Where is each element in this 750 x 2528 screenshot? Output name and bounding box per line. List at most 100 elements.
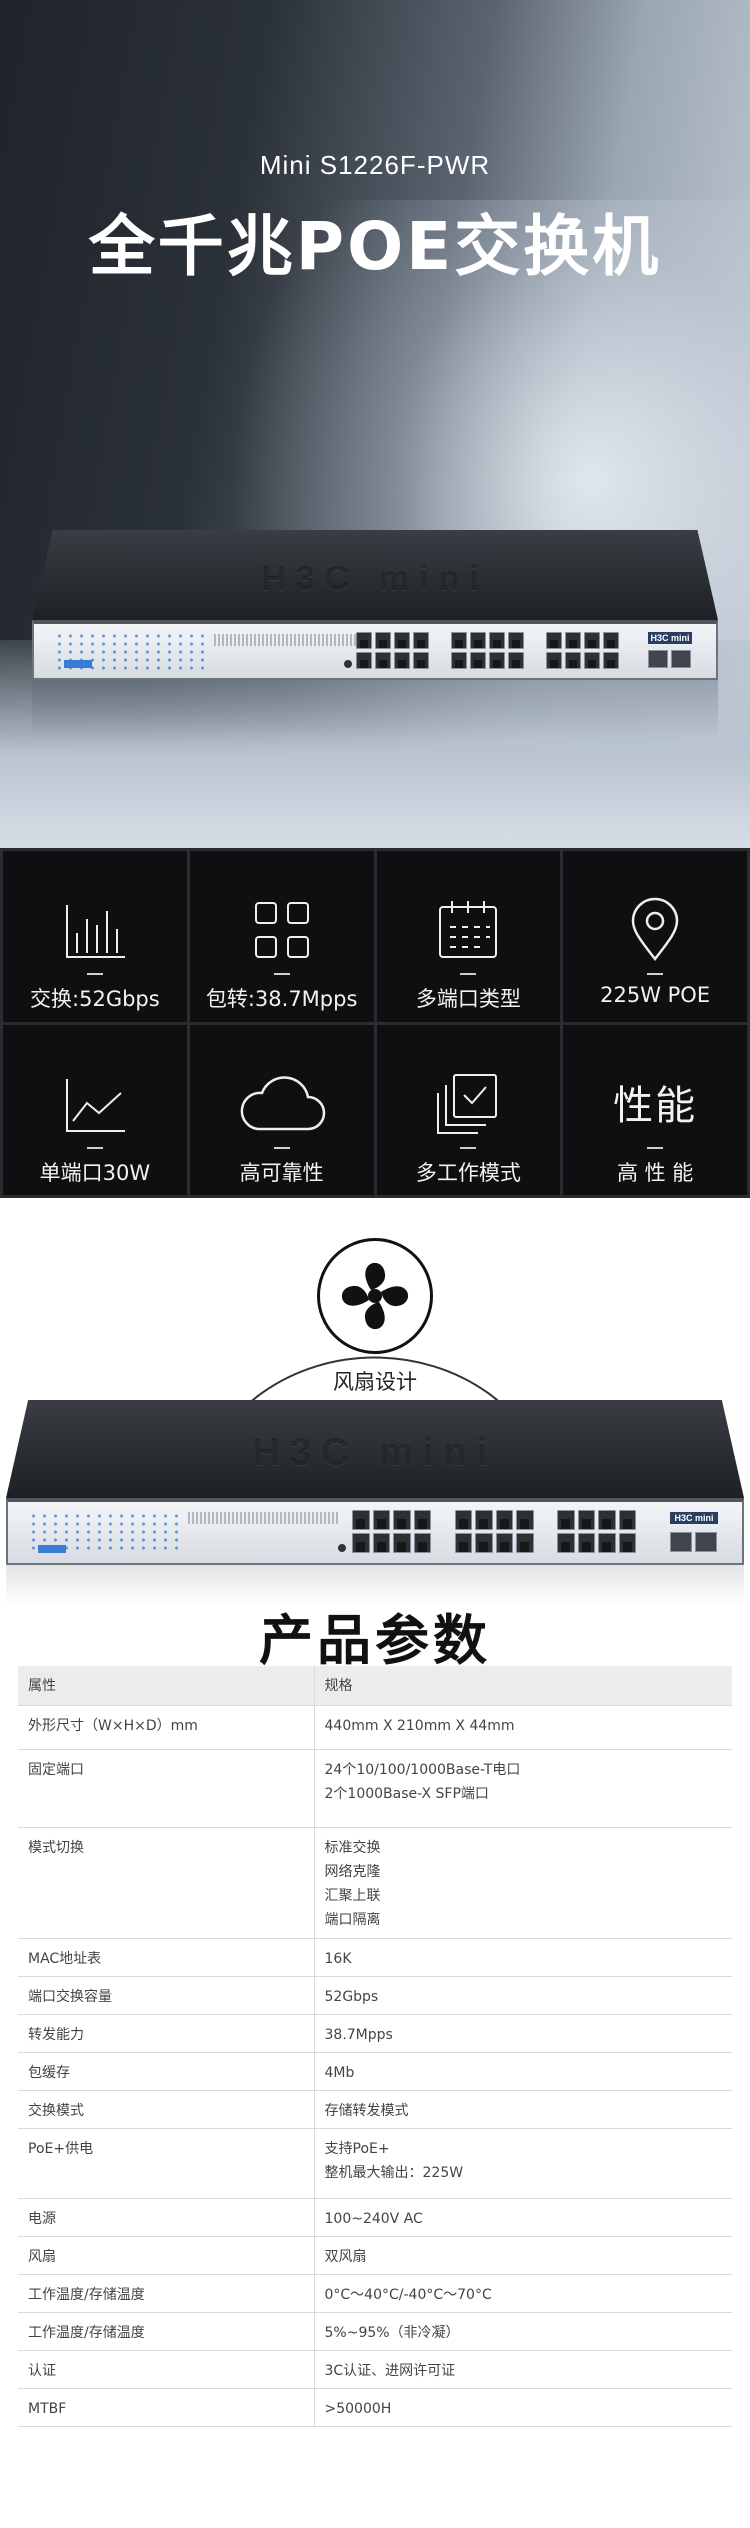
params-value: 16K: [314, 1938, 732, 1977]
params-value-line: 100~240V AC: [324, 2210, 423, 2227]
product-model: Mini S1226F-PWR: [259, 150, 491, 180]
params-value-line: 整机最大输出：225W: [324, 2164, 464, 2181]
params-row: 工作温度/存储温度 0°C～40°C/-40°C～70°C: [18, 2274, 732, 2313]
grid-squares-icon: [246, 895, 318, 967]
params-value: 4Mb: [314, 2052, 732, 2091]
rj45-port: [356, 632, 372, 649]
params-key: 认证: [18, 2350, 315, 2389]
params-value-line: 标准交换: [324, 1839, 381, 1856]
params-title: 产品参数: [259, 1609, 491, 1672]
feature-grid: 交换:52Gbps 包转:38.7Mpps 多端口类型: [0, 848, 750, 1198]
hero-banner: Mini S1226F-PWR 全千兆POE交换机 H3C mini H3C m…: [0, 0, 750, 848]
params-value-line: 52Gbps: [324, 1988, 379, 2005]
switch-brand-badge: H3C mini: [648, 632, 692, 644]
params-row: 风扇双风扇: [18, 2236, 732, 2275]
params-value: 52Gbps: [314, 1976, 732, 2015]
switch-image-fan: H3C mini H3C mini: [6, 1400, 744, 1605]
feature-performance: 性能 高 性 能: [563, 1024, 747, 1195]
line-chart-icon: [59, 1069, 131, 1141]
params-key: MTBF: [18, 2388, 315, 2427]
rj45-port: [565, 632, 581, 649]
rj45-port: [372, 1510, 390, 1530]
rj45-port: [516, 1510, 534, 1530]
params-header-key: 属性: [18, 1666, 315, 1706]
rj45-port: [352, 1533, 370, 1553]
params-key: 端口交换容量: [18, 1976, 315, 2015]
params-row: 电源 100~240V AC: [18, 2198, 732, 2237]
params-key: PoE+供电: [18, 2128, 315, 2199]
rj45-port: [352, 1510, 370, 1530]
params-value: 100~240V AC: [314, 2198, 732, 2237]
switch-image-hero: H3C mini H3C mini: [32, 530, 718, 740]
params-key: 转发能力: [18, 2014, 315, 2053]
params-header-value: 规格: [314, 1666, 732, 1706]
params-value-line: 2个1000Base-X SFP端口: [324, 1785, 489, 1802]
rj45-port: [516, 1533, 534, 1553]
params-value: 0°C～40°C/-40°C～70°C: [314, 2274, 732, 2313]
feature-label: 多端口类型: [415, 987, 521, 1011]
feature-label: 高可靠性: [239, 1160, 324, 1185]
params-key: 包缓存: [18, 2052, 315, 2091]
feature-label: 包转:38.7Mpps: [205, 987, 358, 1011]
feature-label: 225W POE: [600, 983, 711, 1007]
rj45-port: [375, 652, 391, 669]
params-key: 风扇: [18, 2236, 315, 2275]
feature-forwarding: 包转:38.7Mpps: [189, 851, 374, 1022]
rj45-port: [598, 1510, 616, 1530]
rj45-port: [495, 1510, 513, 1530]
rj45-port: [603, 632, 619, 649]
params-value-line: 0°C～40°C/-40°C～70°C: [324, 2286, 492, 2303]
params-value-line: 440mm X 210mm X 44mm: [324, 1717, 515, 1734]
params-key: 外形尺寸（W×H×D）mm: [18, 1705, 315, 1750]
product-title: 全千兆POE交换机: [88, 208, 662, 285]
rj45-port: [565, 652, 581, 669]
fan-design-section: 风扇设计 H3C mini H3C mini: [0, 1198, 750, 1628]
bar-chart-icon: [59, 895, 131, 967]
params-value-line: 端口隔离: [324, 1911, 381, 1928]
feature-label: 多工作模式: [415, 1160, 521, 1185]
params-value-line: 双风扇: [324, 2248, 367, 2265]
rj45-port: [508, 632, 524, 649]
rj45-port: [508, 652, 524, 669]
rj45-port: [618, 1533, 636, 1553]
feature-switching: 交换:52Gbps: [3, 851, 187, 1022]
rj45-port: [475, 1510, 493, 1530]
params-key: 工作温度/存储温度: [18, 2274, 315, 2313]
params-row: 端口交换容量 52Gbps: [18, 1976, 732, 2015]
params-value-line: 汇聚上联: [324, 1887, 381, 1904]
rj45-port: [394, 632, 410, 649]
params-value: 存储转发模式: [314, 2090, 732, 2129]
params-value: 支持PoE+整机最大输出：225W: [314, 2128, 732, 2199]
switch-top-logo: H3C mini: [252, 1432, 498, 1474]
feature-label: 单端口30W: [39, 1160, 151, 1185]
params-row: PoE+供电支持PoE+整机最大输出：225W: [18, 2128, 732, 2199]
rj45-port: [393, 1510, 411, 1530]
rj45-port: [413, 1533, 431, 1553]
params-value-line: >50000H: [324, 2400, 392, 2417]
rj45-port: [584, 632, 600, 649]
rj45-port: [454, 1533, 472, 1553]
rj45-port: [470, 652, 486, 669]
params-value: 38.7Mpps: [314, 2014, 732, 2053]
rj45-port: [413, 1510, 431, 1530]
params-key: 电源: [18, 2198, 315, 2237]
params-value: 3C认证、进网许可证: [314, 2350, 732, 2389]
rj45-port: [451, 652, 467, 669]
params-key: MAC地址表: [18, 1938, 315, 1977]
location-pin-icon: [619, 895, 691, 967]
rj45-port: [413, 632, 429, 649]
feature-port-types: 多端口类型: [376, 851, 561, 1022]
rj45-port: [546, 632, 562, 649]
rj45-port: [375, 632, 391, 649]
feature-work-modes: 多工作模式: [376, 1024, 561, 1195]
cloud-icon: [236, 1069, 328, 1141]
calendar-grid-icon: [432, 895, 504, 967]
params-key: 交换模式: [18, 2090, 315, 2129]
rj45-port: [598, 1533, 616, 1553]
rj45-port: [413, 652, 429, 669]
rj45-port: [557, 1533, 575, 1553]
params-value: 5%~95%（非冷凝）: [314, 2312, 732, 2351]
switch-brand-badge: H3C mini: [670, 1512, 718, 1524]
